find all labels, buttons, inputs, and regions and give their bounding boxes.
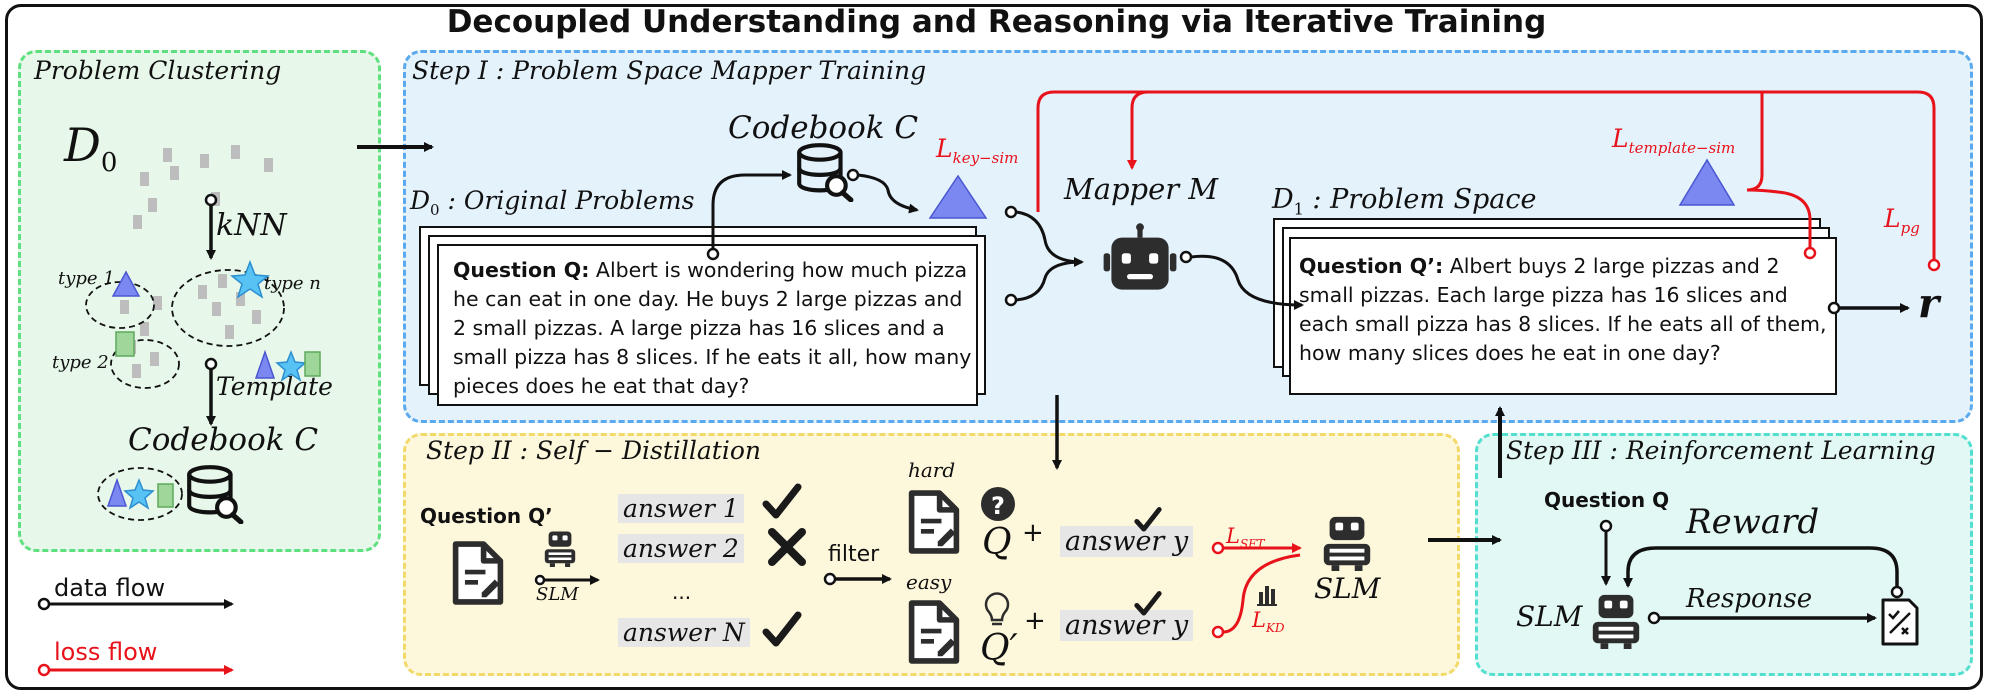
answer-ellipsis: ... (672, 580, 692, 604)
step1-codebook-database-icon (799, 145, 851, 200)
step2-header: Step II : Self − Distillation (426, 436, 761, 465)
evaluation-doc-icon (1881, 598, 1919, 646)
rewritten-question-text: Question Q’: Albert buys 2 large pizzas … (1299, 254, 1827, 365)
loss-kd-label: LKD (1252, 608, 1285, 636)
original-question-text: Question Q: Albert is wondering how much… (453, 258, 972, 398)
loss-key-sim-label: Lkey−sim (936, 134, 1019, 167)
step3-question-label: Question Q (1544, 488, 1670, 512)
knn-label: kNN (216, 208, 287, 243)
loss-pg-label: Lpg (1884, 204, 1920, 237)
codebook-star-icon (123, 477, 155, 510)
codebook-label-step1: Codebook C (728, 110, 919, 146)
response-label: Response (1686, 584, 1813, 614)
figure-frame (5, 4, 1983, 690)
step1-header: Step I : Problem Space Mapper Training (412, 56, 927, 85)
loss-template-sim-label: Ltemplate−sim (1612, 124, 1736, 157)
answerN-check-icon (766, 615, 798, 643)
question-mark-icon: ? (981, 487, 1015, 521)
slm-small-label: SLM (536, 584, 579, 605)
plus-hard: + (1022, 518, 1044, 548)
answer-2-label: answer 2 (618, 534, 744, 563)
answer-y-easy: answer y (1060, 610, 1194, 641)
legend-loss-flow-label: loss flow (54, 638, 158, 666)
reward-r-label: r (1918, 280, 1940, 327)
easy-label: easy (906, 570, 952, 594)
step3-slm-icon (1592, 594, 1640, 649)
type1-triangle-icon (111, 270, 141, 297)
step2-slm-icon (1323, 516, 1371, 571)
kd-loss-arrow (1222, 553, 1301, 634)
answer-y-easy-check-icon (1137, 594, 1159, 614)
filter-label: filter (828, 542, 880, 567)
hard-label: hard (908, 458, 956, 482)
typen-star-icon (230, 259, 270, 299)
step1-loss-lines (1036, 90, 1936, 260)
hard-doc-icon (912, 493, 957, 551)
original-problems-label: D0 : Original Problems (410, 186, 695, 219)
template-rect-icon (304, 351, 321, 377)
codebook-rect-icon (157, 483, 174, 508)
slm-step2-label: SLM (1314, 572, 1381, 605)
step2-slm-small-icon (544, 531, 576, 567)
cluster-ellipse-typen (171, 269, 285, 347)
question-to-codebook-arrow (711, 170, 792, 249)
codebook-triangle-icon (106, 477, 128, 507)
answer-n-label: answer N (618, 618, 750, 647)
answer-y-hard: answer y (1060, 526, 1194, 557)
question-to-mapper-arrow (1015, 257, 1084, 302)
key-to-mapper-arrow (1015, 210, 1079, 264)
template-label: Template (216, 372, 333, 401)
easy-doc-icon (912, 603, 957, 661)
template-sim-triangle-icon (1678, 158, 1736, 206)
clustering-header: Problem Clustering (34, 56, 282, 85)
template-triangle-icon (254, 349, 276, 379)
codebook-database-icon (189, 467, 241, 522)
mapper-to-space-arrow (1190, 254, 1304, 310)
codebook-ellipse (97, 467, 183, 521)
svg-text:?: ? (991, 492, 1005, 520)
reward-label: Reward (1686, 502, 1820, 542)
q-easy-label: Q′ (980, 628, 1018, 669)
type1-label: type 1 (58, 268, 115, 289)
answer-y-hard-check-icon (1137, 510, 1159, 530)
figure-title: Decoupled Understanding and Reasoning vi… (446, 4, 1547, 40)
key-triangle-icon (928, 174, 988, 219)
codebook-label-clustering: Codebook C (128, 422, 319, 458)
d0-label: D0 (64, 118, 118, 179)
type2-rect-icon (115, 331, 135, 357)
typen-label: type n (264, 273, 321, 294)
mapper-label: Mapper M (1064, 172, 1219, 206)
codebook-to-key-arrow (857, 173, 919, 214)
answer1-check-icon (766, 487, 798, 515)
q-hard-label: Q (982, 522, 1012, 563)
slm-step3-label: SLM (1516, 600, 1583, 633)
rewritten-question-card (1289, 237, 1837, 395)
cluster-ellipse-type2 (110, 339, 180, 389)
answer2-cross-icon (768, 528, 806, 566)
type2-label: type 2 (52, 352, 109, 373)
clustering-dots (120, 145, 273, 378)
legend-data-flow-label: data flow (54, 574, 166, 602)
reward-arrow (1623, 546, 1899, 588)
bar-chart-icon (1257, 586, 1277, 606)
step2-question-doc-icon (456, 544, 501, 602)
template-star-icon (275, 349, 307, 382)
problem-space-label: D1 : Problem Space (1272, 184, 1537, 219)
step3-header: Step III : Reinforcement Learning (1506, 436, 1936, 465)
mapper-robot-icon (1104, 223, 1177, 289)
original-question-card (437, 244, 978, 406)
lightbulb-icon (984, 592, 1010, 626)
plus-easy: + (1024, 606, 1046, 636)
step2-question-label: Question Q’ (420, 504, 553, 528)
answer-1-label: answer 1 (618, 494, 744, 523)
